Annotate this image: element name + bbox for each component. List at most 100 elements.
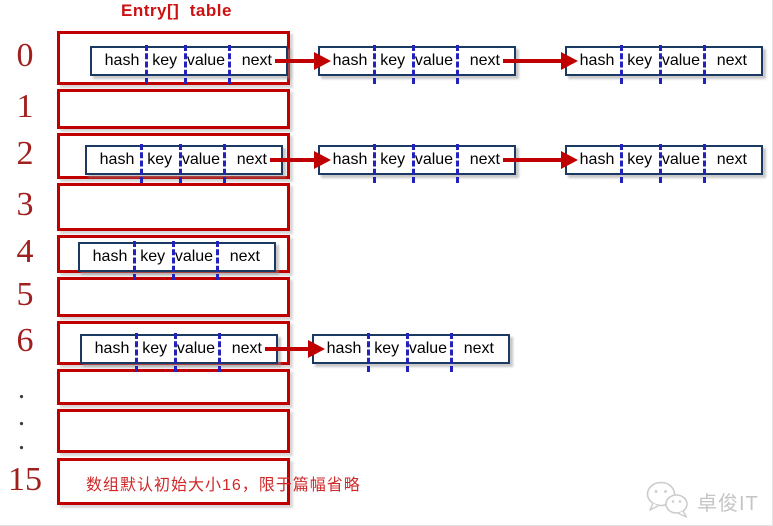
entry-field-next: next xyxy=(236,151,267,168)
next-pointer-line xyxy=(275,59,314,63)
field-divider xyxy=(135,333,139,372)
next-pointer-arrowhead xyxy=(308,340,325,358)
entry-field-value: value xyxy=(414,151,454,168)
field-divider xyxy=(455,144,459,183)
entry-field-key: key xyxy=(147,151,173,168)
entry-field-value: value xyxy=(186,52,226,69)
entry-field-value: value xyxy=(661,151,701,168)
bucket-cell-5 xyxy=(57,277,290,317)
ellipsis-dot: . xyxy=(18,374,25,405)
field-divider xyxy=(659,45,663,84)
entry-field-key: key xyxy=(380,52,406,69)
entry-field-next: next xyxy=(716,151,747,168)
field-divider xyxy=(702,45,706,84)
bucket-index: 4 xyxy=(16,233,34,270)
field-divider xyxy=(367,333,371,372)
ellipsis-dot: . xyxy=(18,401,25,432)
entry-field-hash: hash xyxy=(332,151,368,168)
entry-field-value: value xyxy=(181,151,221,168)
bucket-index: 5 xyxy=(16,276,34,313)
next-pointer-arrowhead xyxy=(314,151,331,169)
bucket-cell-7 xyxy=(57,369,290,405)
bucket-cell-3 xyxy=(57,183,290,231)
entry-field-next: next xyxy=(231,340,262,357)
bucket-index: 1 xyxy=(16,88,34,125)
field-divider xyxy=(620,144,624,183)
entry-field-value: value xyxy=(408,340,448,357)
next-pointer-arrowhead xyxy=(314,52,331,70)
field-divider xyxy=(145,45,149,84)
watermark: 卓俊IT xyxy=(644,479,759,524)
entry-field-hash: hash xyxy=(579,151,615,168)
field-divider xyxy=(217,333,221,372)
entry-field-next: next xyxy=(229,248,260,265)
field-divider xyxy=(412,45,416,84)
field-divider xyxy=(449,333,453,372)
entry-field-next: next xyxy=(716,52,747,69)
entry-field-next: next xyxy=(469,52,500,69)
bucket-index: 15 xyxy=(8,460,42,498)
bucket-index: 6 xyxy=(16,322,34,359)
field-divider xyxy=(455,45,459,84)
entry-field-next: next xyxy=(241,52,272,69)
bucket-cell-1 xyxy=(57,89,290,129)
ellipsis-dot: . xyxy=(18,425,25,456)
next-pointer-line xyxy=(270,158,314,162)
next-pointer-line xyxy=(503,158,561,162)
next-pointer-line xyxy=(265,347,308,351)
entry-field-key: key xyxy=(140,248,166,265)
entry-field-value: value xyxy=(176,340,216,357)
entry-field-hash: hash xyxy=(332,52,368,69)
field-divider xyxy=(133,241,137,280)
next-pointer-arrowhead xyxy=(561,52,578,70)
field-divider xyxy=(406,333,410,372)
watermark-label: 卓俊IT xyxy=(697,493,759,515)
entry-field-key: key xyxy=(374,340,400,357)
entry-field-hash: hash xyxy=(326,340,362,357)
entry-field-key: key xyxy=(627,151,653,168)
entry-field-hash: hash xyxy=(94,340,130,357)
array-size-note: 数组默认初始大小16，限于篇幅省略 xyxy=(86,477,361,494)
bucket-index: 2 xyxy=(16,135,34,172)
field-divider xyxy=(620,45,624,84)
field-divider xyxy=(179,144,183,183)
entry-field-value: value xyxy=(661,52,701,69)
entry-field-hash: hash xyxy=(104,52,140,69)
field-divider xyxy=(215,241,219,280)
next-pointer-line xyxy=(503,59,561,63)
entry-field-key: key xyxy=(380,151,406,168)
entry-field-key: key xyxy=(627,52,653,69)
field-divider xyxy=(174,333,178,372)
field-divider xyxy=(184,45,188,84)
entry-field-value: value xyxy=(174,248,214,265)
field-divider xyxy=(227,45,231,84)
field-divider xyxy=(412,144,416,183)
entry-field-key: key xyxy=(152,52,178,69)
field-divider xyxy=(140,144,144,183)
entry-field-hash: hash xyxy=(579,52,615,69)
field-divider xyxy=(172,241,176,280)
entry-field-hash: hash xyxy=(99,151,135,168)
next-pointer-arrowhead xyxy=(561,151,578,169)
field-divider xyxy=(373,45,377,84)
bucket-index: 0 xyxy=(16,37,34,74)
bucket-index: 3 xyxy=(16,186,34,223)
wechat-icon xyxy=(644,479,692,524)
entry-field-hash: hash xyxy=(92,248,128,265)
entry-field-next: next xyxy=(469,151,500,168)
field-divider xyxy=(702,144,706,183)
field-divider xyxy=(659,144,663,183)
field-divider xyxy=(222,144,226,183)
diagram-title: Entry[] table xyxy=(121,1,232,20)
bucket-cell-8 xyxy=(57,409,290,453)
